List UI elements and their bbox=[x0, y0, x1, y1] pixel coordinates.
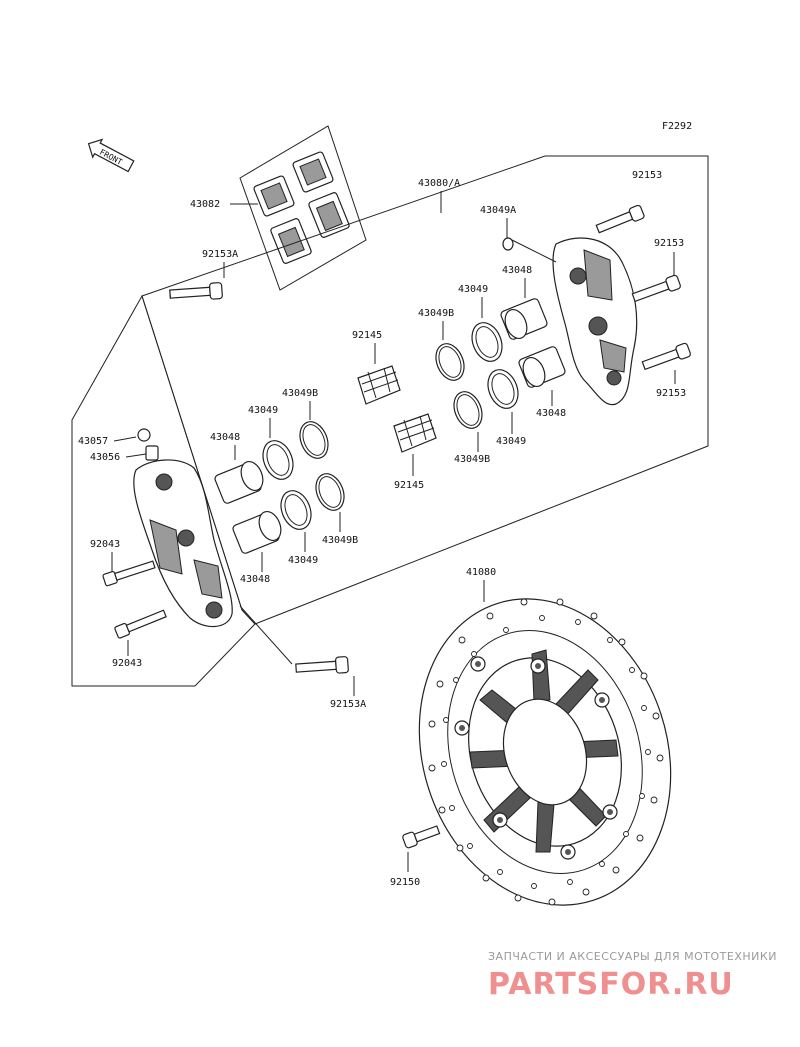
piston-43048-l1 bbox=[214, 460, 264, 504]
label-43048-l2: 43048 bbox=[240, 574, 270, 585]
label-92150: 92150 bbox=[390, 877, 420, 888]
bolt-92153a-top bbox=[169, 282, 223, 300]
caliper-right-body bbox=[552, 237, 638, 406]
figure-code: F2292 bbox=[662, 121, 692, 132]
label-43049b-l1: 43049B bbox=[282, 388, 318, 399]
label-43049b-r2: 43049B bbox=[454, 454, 490, 465]
label-43057: 43057 bbox=[78, 436, 108, 447]
label-43049b-r1: 43049B bbox=[418, 308, 454, 319]
piston-43048-r1 bbox=[500, 298, 548, 340]
seal-43049b-r1 bbox=[435, 343, 465, 381]
watermark-subtitle: ЗАПЧАСТИ И АКСЕССУАРЫ ДЛЯ МОТОТЕХНИКИ bbox=[488, 950, 777, 963]
label-43049-r2: 43049 bbox=[496, 436, 526, 447]
label-92153a-top: 92153A bbox=[202, 249, 238, 260]
seal-43049b-r2 bbox=[453, 391, 483, 429]
watermark-logo: PARTSFOR.RU bbox=[488, 967, 734, 1002]
bleeder-valve-43056 bbox=[145, 445, 159, 461]
label-43080a: 43080/A bbox=[418, 178, 460, 189]
bolt-92153-a bbox=[595, 204, 645, 234]
piston-43048-l2 bbox=[232, 510, 282, 554]
label-43049-l2: 43049 bbox=[288, 555, 318, 566]
bolt-92043-bot bbox=[114, 609, 167, 639]
seal-43049b-l2 bbox=[315, 473, 345, 511]
bleeder-cap-43057 bbox=[137, 428, 151, 442]
label-43049-l1: 43049 bbox=[248, 405, 278, 416]
label-43048-r1: 43048 bbox=[502, 265, 532, 276]
caliper-left-body bbox=[133, 459, 233, 628]
bolt-92153-c bbox=[641, 342, 691, 371]
label-43048-l1: 43048 bbox=[210, 432, 240, 443]
label-43082: 43082 bbox=[190, 199, 220, 210]
brake-disc-41080 bbox=[418, 598, 672, 906]
seal-43049-r1 bbox=[471, 322, 503, 362]
seal-43049-l2 bbox=[280, 490, 312, 530]
label-41080: 41080 bbox=[466, 567, 496, 578]
piston-43048-r2 bbox=[518, 346, 566, 388]
label-92153-b: 92153 bbox=[654, 238, 684, 249]
front-arrow-icon: FRONT bbox=[87, 138, 135, 173]
label-43056: 43056 bbox=[90, 452, 120, 463]
label-43049a: 43049A bbox=[480, 205, 516, 216]
seal-43049-r2 bbox=[487, 369, 519, 409]
bolt-92153-b bbox=[631, 274, 681, 303]
label-92153-c: 92153 bbox=[656, 388, 686, 399]
label-92153-a: 92153 bbox=[632, 170, 662, 181]
seal-43049b-l1 bbox=[299, 421, 329, 459]
pad-spring-92145-bot bbox=[393, 413, 437, 453]
label-92145-bot: 92145 bbox=[394, 480, 424, 491]
label-92145-top: 92145 bbox=[352, 330, 382, 341]
brake-pads-group bbox=[239, 125, 367, 291]
label-92043-bot: 92043 bbox=[112, 658, 142, 669]
bolt-92150 bbox=[402, 825, 441, 849]
nut-43049a bbox=[502, 237, 514, 251]
bolt-92043-top bbox=[102, 560, 156, 587]
label-43048-r2: 43048 bbox=[536, 408, 566, 419]
label-92153a-bot: 92153A bbox=[330, 699, 366, 710]
bolt-92153a-bot bbox=[295, 656, 349, 674]
label-92043-top: 92043 bbox=[90, 539, 120, 550]
label-43049-r1: 43049 bbox=[458, 284, 488, 295]
label-43049b-l2: 43049B bbox=[322, 535, 358, 546]
seal-43049-l1 bbox=[262, 440, 294, 480]
pad-spring-92145-top bbox=[357, 365, 401, 405]
